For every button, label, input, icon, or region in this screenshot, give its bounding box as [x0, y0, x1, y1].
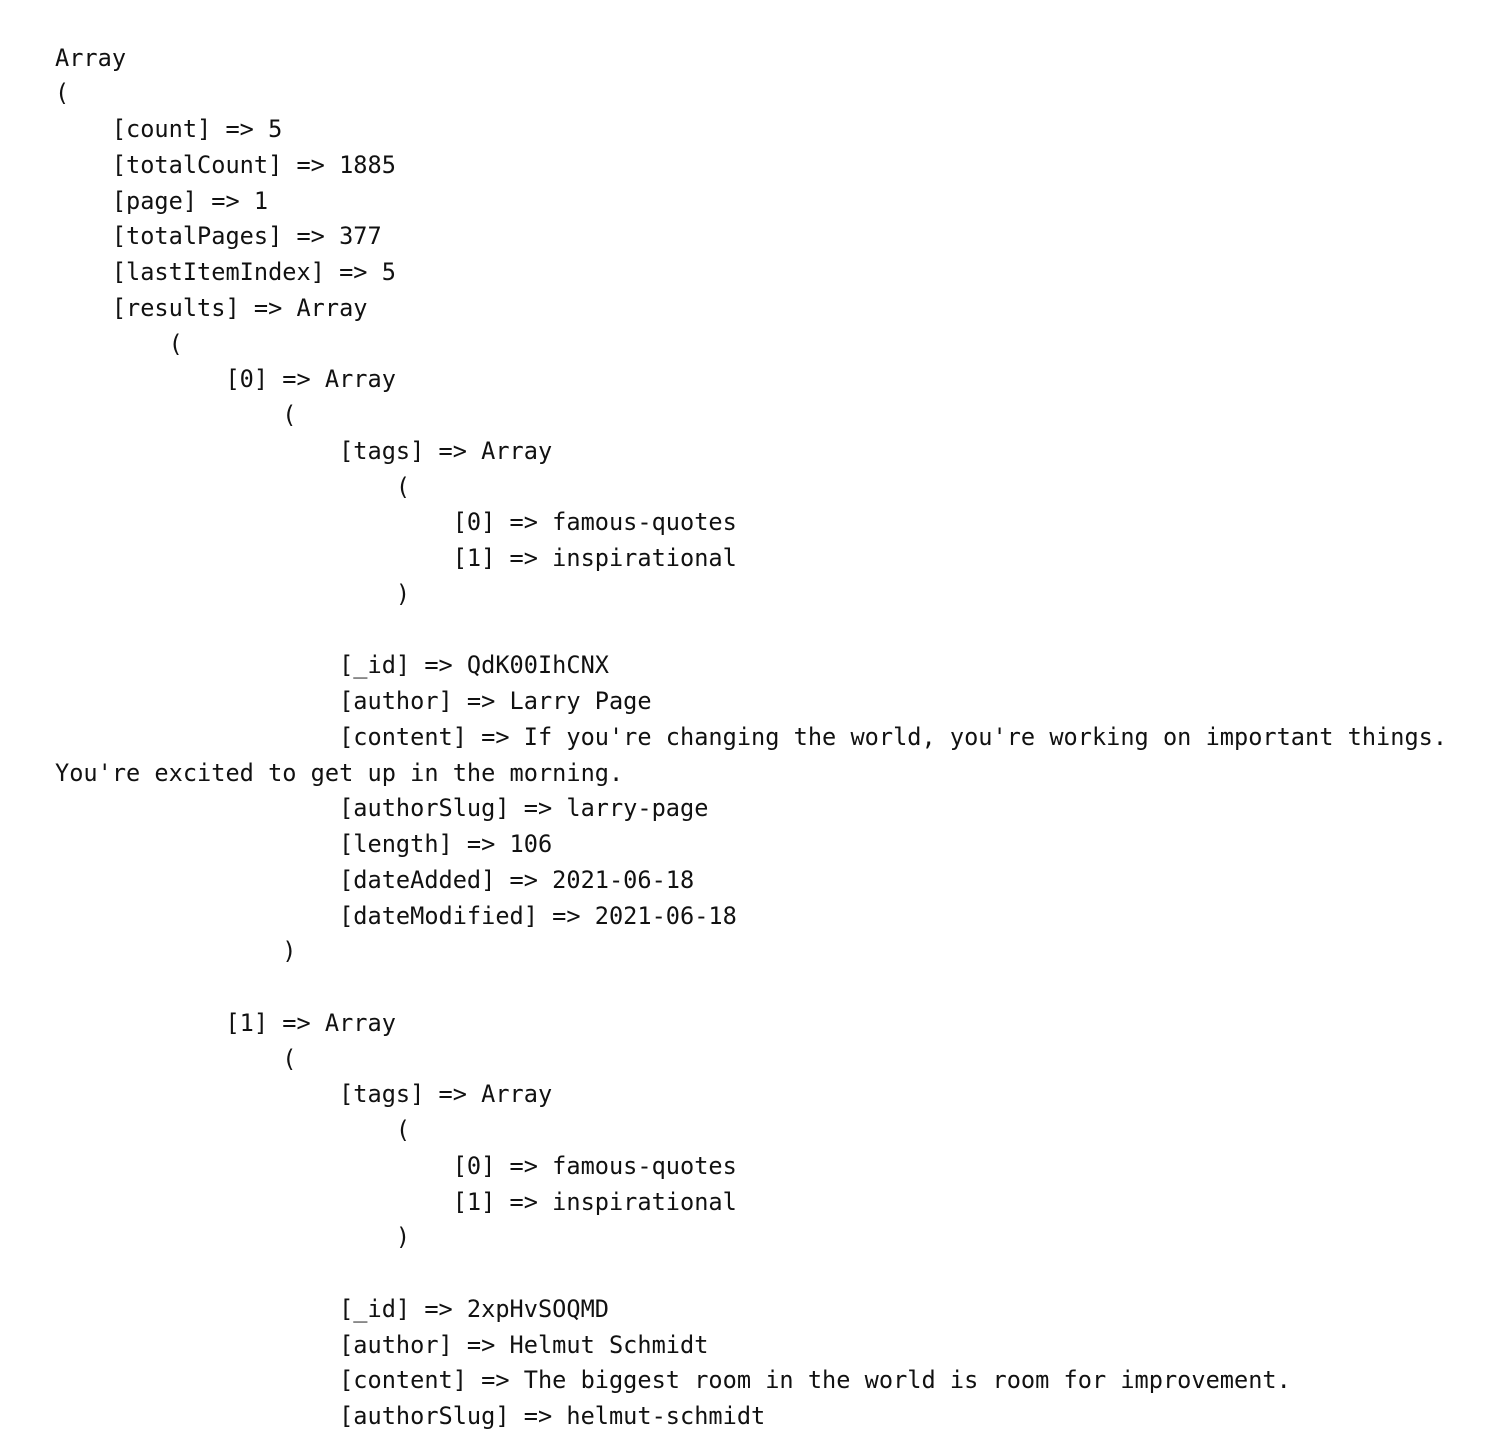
output-line: [page] => 1: [55, 186, 269, 215]
output-line: [author] => Larry Page: [55, 687, 652, 716]
output-line: [1] => inspirational: [55, 544, 737, 573]
blank-line: [55, 613, 1495, 649]
blank-line: [55, 1256, 1495, 1292]
output-line: [authorSlug] => larry-page: [55, 794, 709, 823]
output-line: (: [55, 401, 297, 430]
blank-line: [55, 970, 1495, 1006]
output-line: [count] => 5: [55, 115, 283, 144]
output-line: [lastItemIndex] => 5: [55, 258, 396, 287]
output-line: (: [55, 472, 411, 501]
output-line: ): [55, 1223, 411, 1252]
output-line: [1] => Array: [55, 1008, 396, 1037]
output-line: (: [55, 79, 70, 108]
output-line: [tags] => Array: [55, 1080, 553, 1109]
output-line: [0] => famous-quotes: [55, 508, 737, 537]
output-line: [dateAdded] => 2021-06-18: [55, 865, 695, 894]
output-line: [1] => inspirational: [55, 1187, 737, 1216]
output-line: [authorSlug] => helmut-schmidt: [55, 1402, 766, 1431]
print-r-output: Array ( [count] => 5 [totalCount] => 1885…: [55, 41, 1495, 1435]
output-line: [_id] => QdK00IhCNX: [55, 651, 609, 680]
output-line: (: [55, 1116, 411, 1145]
output-line: (: [55, 329, 183, 358]
output-line: [totalPages] => 377: [55, 222, 382, 251]
output-line: ): [55, 579, 411, 608]
output-line: [content] => If you're changing the worl…: [55, 722, 1448, 751]
output-line: [length] => 106: [55, 830, 553, 859]
output-line: [results] => Array: [55, 293, 368, 322]
output-line: [content] => The biggest room in the wor…: [55, 1366, 1291, 1395]
output-line: [_id] => 2xpHvSOQMD: [55, 1294, 609, 1323]
output-line: Array: [55, 43, 127, 72]
output-line: [0] => famous-quotes: [55, 1151, 737, 1180]
output-line: [tags] => Array: [55, 436, 553, 465]
output-line: (: [55, 1044, 297, 1073]
output-line: [author] => Helmut Schmidt: [55, 1330, 709, 1359]
output-line: [dateModified] => 2021-06-18: [55, 901, 737, 930]
output-line: [totalCount] => 1885: [55, 150, 396, 179]
output-line: You're excited to get up in the morning.: [55, 758, 624, 787]
output-line: [0] => Array: [55, 365, 396, 394]
output-line: ): [55, 937, 297, 966]
